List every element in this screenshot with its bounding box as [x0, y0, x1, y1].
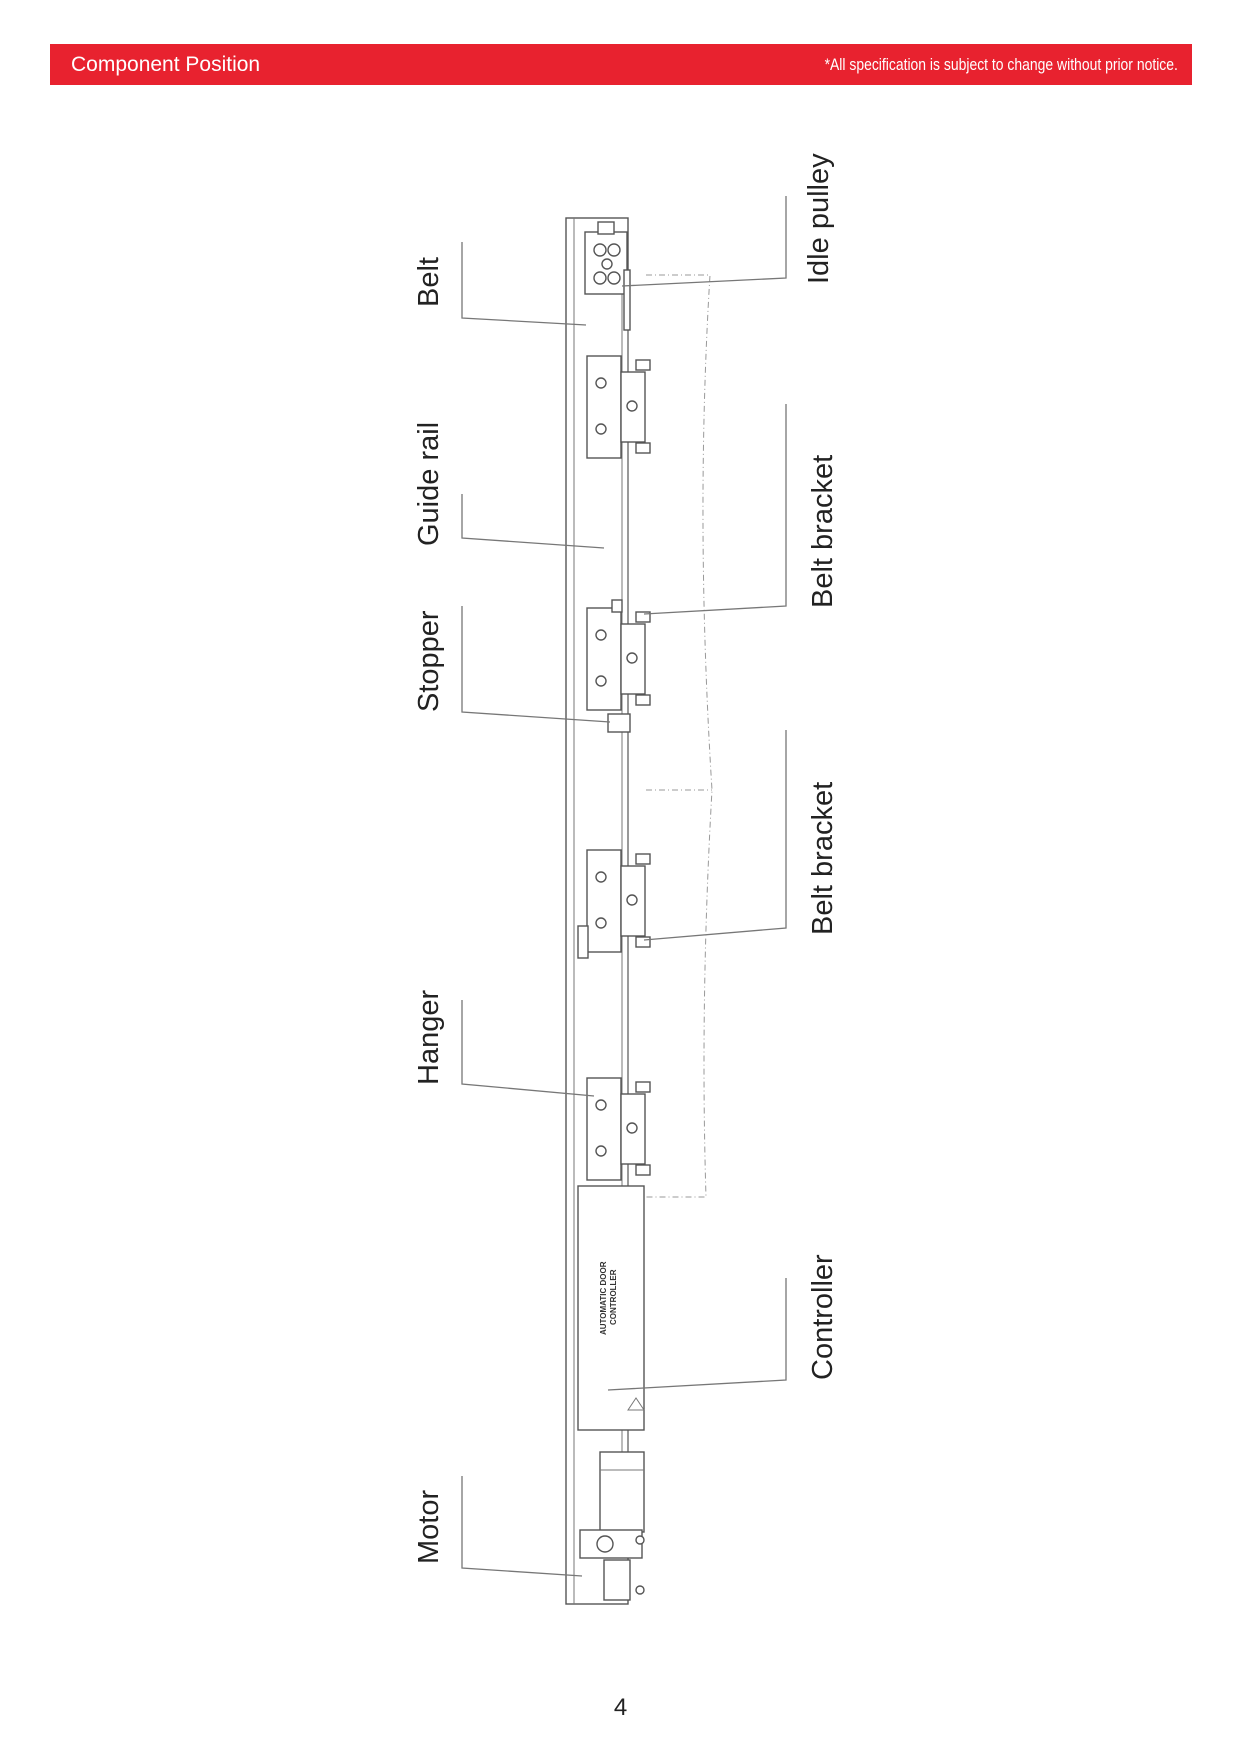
hanger-1	[586, 355, 651, 459]
door-outline	[646, 274, 713, 1198]
hanger-4	[586, 1077, 651, 1181]
label-belt-bracket-2: Belt bracket	[807, 782, 839, 935]
label-stopper: Stopper	[413, 610, 445, 712]
idle-pulley-assembly	[584, 221, 631, 331]
page-title: Component Position	[71, 53, 261, 76]
hanger-3	[577, 849, 651, 959]
label-belt: Belt	[413, 257, 445, 307]
label-belt-bracket-1: Belt bracket	[807, 455, 839, 608]
header-bar: Component Position *All specification is…	[50, 44, 1192, 85]
hanger-2	[586, 599, 651, 711]
controller-box: AUTOMATIC DOOR CONTROLLER	[577, 1185, 645, 1431]
label-hanger: Hanger	[413, 990, 445, 1085]
stopper	[607, 713, 631, 733]
label-controller: Controller	[807, 1254, 839, 1380]
specification-notice: *All specification is subject to change …	[824, 55, 1178, 74]
label-idle-pulley: Idle pulley	[803, 153, 835, 284]
controller-text-line2: CONTROLLER	[609, 1269, 618, 1325]
controller-text-line1: AUTOMATIC DOOR	[599, 1261, 608, 1335]
warning-icon	[627, 1397, 645, 1411]
leader-lines	[461, 196, 787, 1577]
label-motor: Motor	[413, 1490, 445, 1564]
page-number: 4	[613, 1694, 628, 1721]
label-guide-rail: Guide rail	[413, 422, 445, 546]
motor-assembly	[579, 1451, 645, 1601]
